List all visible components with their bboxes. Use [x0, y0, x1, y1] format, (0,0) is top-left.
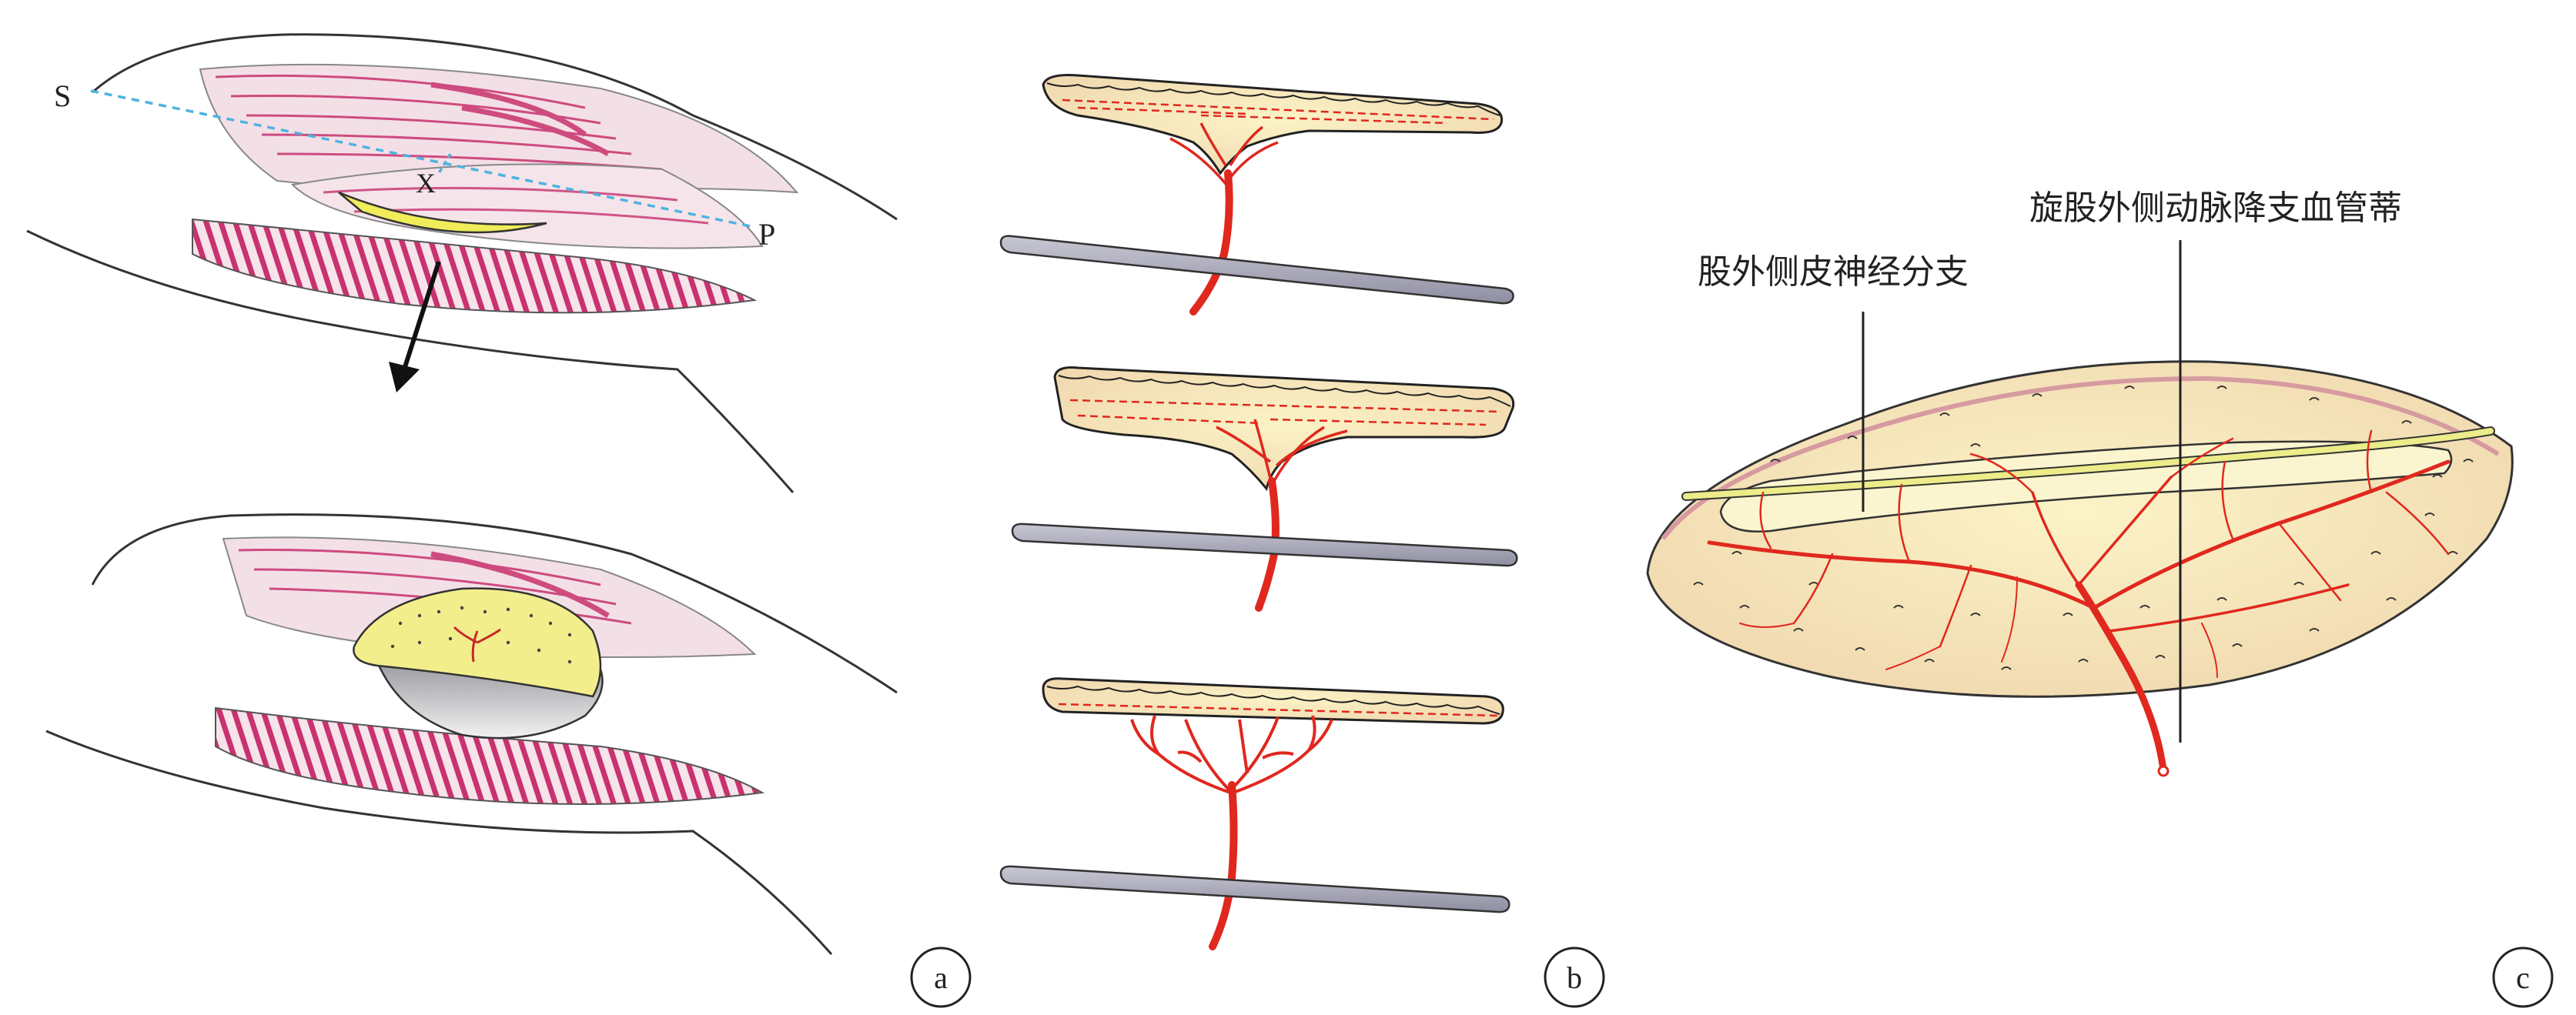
flap-perforator-vessel [453, 626, 501, 663]
muscle-fibres-upper [215, 74, 663, 171]
svg-text:b: b [1567, 960, 1582, 995]
flap-type-1 [999, 74, 1514, 316]
svg-text:a: a [934, 960, 948, 995]
fascia-2 [1011, 523, 1518, 567]
flap-type-3 [999, 677, 1510, 950]
flap-c-dermis-rim [1661, 376, 2500, 540]
badge-b: b [1544, 947, 1605, 1008]
label-point-p: P [758, 217, 775, 252]
muscle-fibres-middle [323, 186, 709, 225]
flap-1-skin-edge [1046, 82, 1500, 116]
thigh-upper-drawing: S X P [26, 33, 898, 493]
badge-c: c [2492, 947, 2554, 1008]
flap-2-skin-edge [1058, 375, 1511, 407]
panel-b: b [999, 74, 1605, 1008]
fascia-1 [999, 235, 1514, 305]
svg-text:c: c [2516, 960, 2530, 995]
flap-3-skin-edge [1046, 685, 1500, 715]
flap-1-network [1062, 98, 1494, 125]
fascia-3 [999, 865, 1510, 913]
panel-a: S X P [26, 33, 972, 1008]
panel-c: 旋股外侧动脉降支血管蒂 股外侧皮神经分支 c [1646, 189, 2554, 1008]
badge-a: a [910, 947, 972, 1008]
muscle-striped-lower-b [215, 706, 765, 805]
label-point-s: S [54, 78, 71, 113]
flap-3-pedicle [1209, 781, 1238, 950]
lobule-band [1719, 440, 2453, 533]
arrow-down-icon [389, 261, 441, 392]
muscle-belly-middle [290, 163, 764, 249]
flap-1-branches [1169, 122, 1279, 186]
thigh-upper-outline [92, 33, 898, 221]
label-point-x: X [416, 168, 436, 199]
flap-2-branches [1216, 419, 1348, 486]
flap-3-body [1042, 677, 1504, 725]
flap-1-pedicle [1189, 169, 1233, 316]
vessel-network [1707, 429, 2451, 773]
thigh-lower-lower-outline [45, 730, 833, 955]
pedicle-end [2157, 765, 2170, 777]
flap-2-network [1069, 399, 1502, 426]
flap-dots [390, 606, 572, 664]
thigh-lower-outline [91, 513, 898, 694]
flap-1-body [1042, 74, 1504, 175]
muscle-striped-lower [192, 218, 758, 314]
flap-3-branches [1130, 715, 1333, 794]
thigh-lower-drawing [45, 513, 898, 955]
flap-2-body [1053, 366, 1515, 492]
flap-type-2 [1011, 366, 1518, 612]
thigh-upper-lower-outline [26, 229, 795, 493]
lateral-femoral-cutaneous-nerve-fill [1683, 428, 2494, 499]
label-nerve-branch: 股外侧皮神经分支 [1698, 252, 1969, 292]
label-artery-pedicle: 旋股外侧动脉降支血管蒂 [2029, 189, 2402, 228]
line-s-p [90, 89, 755, 229]
incision-mark [338, 191, 547, 234]
line-x-perpendicular [437, 153, 452, 174]
